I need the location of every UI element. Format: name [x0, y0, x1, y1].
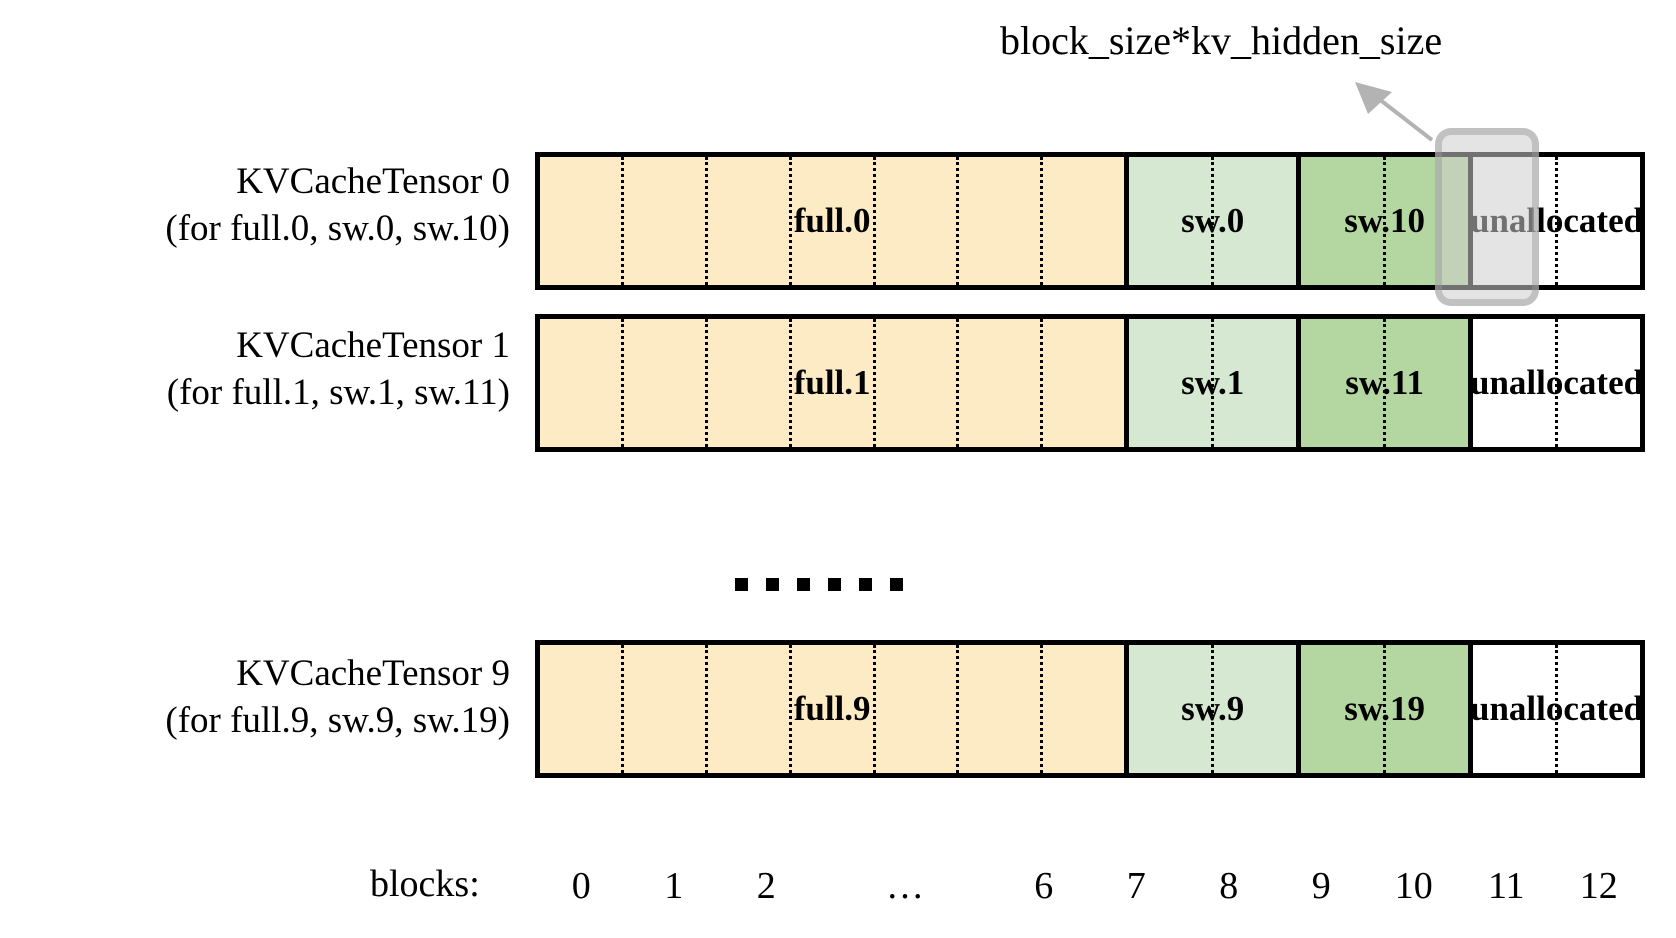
block-tick-1: 1 [664, 865, 684, 907]
row-title-0: KVCacheTensor 0 [236, 161, 510, 202]
row-subtitle-9: (for full.9, sw.9, sw.19) [165, 700, 510, 741]
segment-sw-11[interactable]: sw.11 [1296, 319, 1469, 447]
row-label-0: KVCacheTensor 0 (for full.0, sw.0, sw.10… [40, 158, 510, 252]
segment-label: sw.10 [1344, 201, 1425, 240]
ellipsis-dot [828, 578, 841, 591]
annotation-block-size-label: block_size*kv_hidden_size [1000, 18, 1443, 63]
block-dividers [540, 157, 1124, 285]
block-tick-9: 9 [1311, 865, 1331, 907]
kvcachetensor-bar-1: full.1 sw.1 sw.11 unallocated [535, 314, 1645, 452]
block-dividers [1129, 319, 1296, 447]
block-dividers [540, 645, 1124, 773]
blocks-axis-title: blocks: [370, 863, 480, 905]
block-tick-ellipsis: … [886, 865, 924, 907]
segment-unallocated-1[interactable]: unallocated [1468, 319, 1640, 447]
segment-label: sw.1 [1181, 363, 1245, 402]
segment-label: full.9 [793, 689, 871, 728]
block-dividers [1473, 319, 1640, 447]
segment-label: unallocated [1470, 201, 1640, 240]
segment-sw-10[interactable]: sw.10 [1296, 157, 1469, 285]
block-tick-12: 12 [1579, 865, 1618, 907]
row-subtitle-0: (for full.0, sw.0, sw.10) [165, 208, 510, 249]
block-tick-11: 11 [1487, 865, 1525, 907]
block-tick-2: 2 [756, 865, 776, 907]
segment-label: sw.19 [1344, 689, 1425, 728]
segment-label: unallocated [1470, 363, 1640, 402]
block-dividers [540, 319, 1124, 447]
block-dividers [1301, 645, 1468, 773]
ellipsis-dot [859, 578, 872, 591]
ellipsis-dot [766, 578, 779, 591]
segment-full-0[interactable]: full.0 [540, 157, 1125, 285]
kvcachetensor-bar-0: full.0 sw.0 sw.10 unallocated [535, 152, 1645, 290]
row-title-9: KVCacheTensor 9 [236, 653, 510, 694]
ellipsis-dot [735, 578, 748, 591]
segment-label: sw.11 [1345, 363, 1425, 402]
segment-label: full.0 [793, 201, 871, 240]
segment-sw-9[interactable]: sw.9 [1124, 645, 1297, 773]
segment-sw-1[interactable]: sw.1 [1124, 319, 1297, 447]
block-dividers [1129, 645, 1296, 773]
segment-label: unallocated [1470, 689, 1640, 728]
segment-full-9[interactable]: full.9 [540, 645, 1125, 773]
segment-label: full.1 [793, 363, 871, 402]
ellipsis-dot [890, 578, 903, 591]
block-tick-7: 7 [1126, 865, 1146, 907]
blocks-axis-ticks: 0 1 2 … 6 7 8 9 10 11 12 [535, 862, 1645, 910]
block-dividers [1473, 157, 1640, 285]
row-subtitle-1: (for full.1, sw.1, sw.11) [166, 372, 510, 413]
block-tick-6: 6 [1034, 865, 1054, 907]
segment-label: sw.9 [1181, 689, 1245, 728]
block-tick-0: 0 [571, 865, 591, 907]
segment-label: sw.0 [1181, 201, 1245, 240]
segment-unallocated-0[interactable]: unallocated [1468, 157, 1640, 285]
ellipsis-dot [797, 578, 810, 591]
block-dividers [1301, 157, 1468, 285]
row-label-9: KVCacheTensor 9 (for full.9, sw.9, sw.19… [40, 650, 510, 744]
rows-ellipsis [735, 578, 903, 591]
block-dividers [1129, 157, 1296, 285]
segment-sw-0[interactable]: sw.0 [1124, 157, 1297, 285]
segment-sw-19[interactable]: sw.19 [1296, 645, 1469, 773]
segment-unallocated-9[interactable]: unallocated [1468, 645, 1640, 773]
block-dividers [1301, 319, 1468, 447]
row-title-1: KVCacheTensor 1 [236, 325, 510, 366]
segment-full-1[interactable]: full.1 [540, 319, 1125, 447]
block-tick-8: 8 [1219, 865, 1239, 907]
block-tick-10: 10 [1394, 865, 1433, 907]
row-label-1: KVCacheTensor 1 (for full.1, sw.1, sw.11… [40, 322, 510, 416]
block-dividers [1473, 645, 1640, 773]
kvcachetensor-bar-9: full.9 sw.9 sw.19 unallocated [535, 640, 1645, 778]
